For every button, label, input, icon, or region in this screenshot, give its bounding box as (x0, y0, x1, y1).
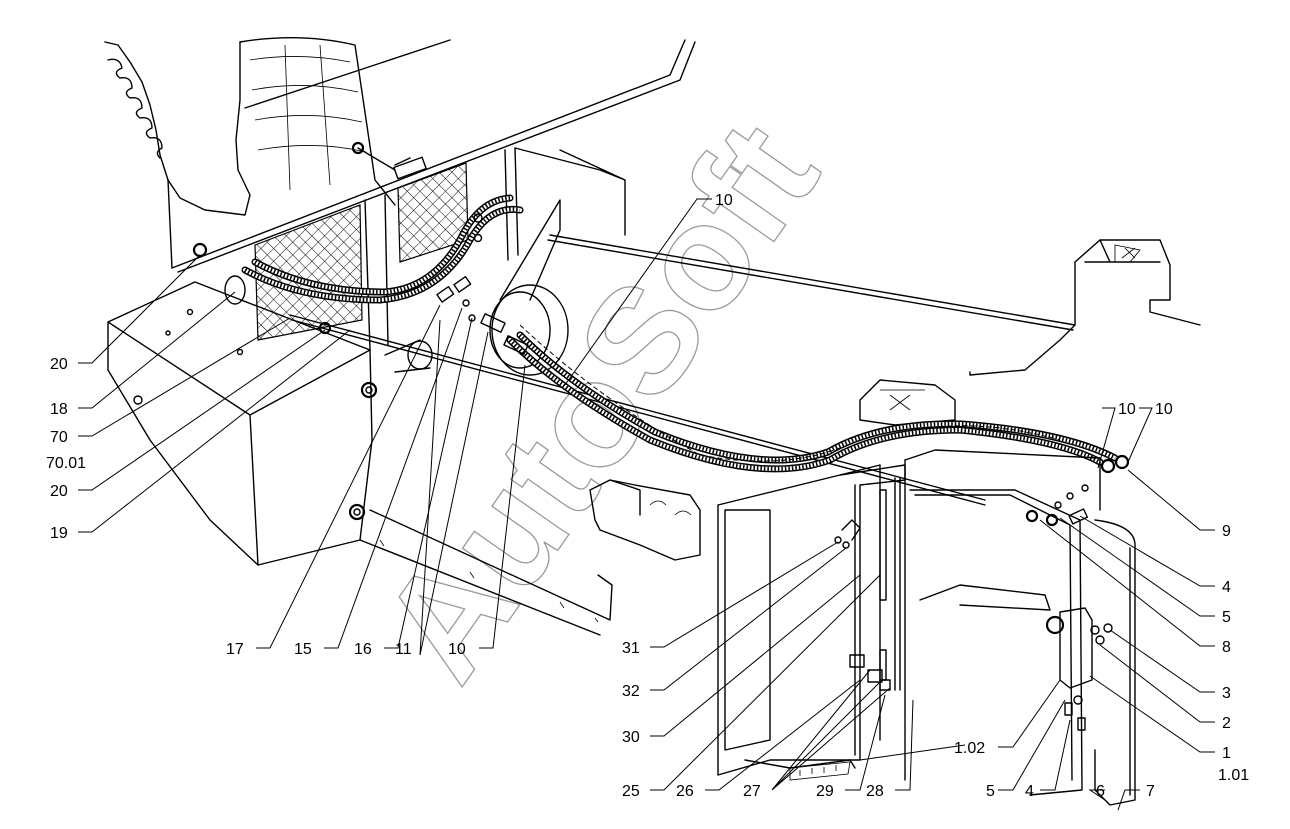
seat-structure (104, 36, 696, 351)
callout-25: 25 (622, 783, 640, 800)
callout-9: 9 (1222, 523, 1231, 540)
callout-20-lower: 20 (50, 483, 68, 500)
callout-labels: 20 18 70 70.01 20 19 17 15 16 11 10 10 1… (46, 192, 1249, 800)
control-box (904, 449, 1136, 806)
callout-10-right-b: 10 (1155, 401, 1173, 418)
mount-stud-upper (360, 381, 378, 399)
callout-1-02: 1.02 (954, 740, 985, 757)
hydraulic-hoses (192, 141, 1130, 527)
callout-11: 11 (395, 641, 412, 658)
callout-70-01: 70.01 (46, 455, 86, 472)
callout-28: 28 (866, 783, 884, 800)
mount-stud-lower (348, 503, 366, 521)
callout-15: 15 (294, 641, 312, 658)
callout-1-01: 1.01 (1218, 767, 1249, 784)
callout-27: 27 (743, 783, 761, 800)
callout-4: 4 (1222, 579, 1231, 596)
side-bracket (589, 479, 701, 561)
callout-4-lower: 4 (1025, 783, 1034, 800)
callout-20: 20 (50, 356, 68, 373)
callout-32: 32 (622, 683, 640, 700)
callout-7: 7 (1146, 783, 1155, 800)
leader-lines (78, 198, 1215, 811)
callout-10-right-a: 10 (1118, 401, 1136, 418)
hydraulic-unit (224, 199, 569, 376)
callout-29: 29 (816, 783, 834, 800)
callout-19: 19 (50, 525, 68, 542)
callout-30: 30 (622, 729, 640, 746)
callout-3: 3 (1222, 685, 1231, 702)
callout-1: 1 (1222, 745, 1231, 762)
callout-18: 18 (50, 401, 68, 418)
callout-8: 8 (1222, 639, 1231, 656)
tank-box (107, 281, 613, 636)
pressure-switch (1045, 607, 1113, 731)
hose-fittings-right (1025, 454, 1130, 527)
callout-2: 2 (1222, 715, 1231, 732)
callout-10-top: 10 (715, 192, 733, 209)
callout-31: 31 (622, 640, 640, 657)
hose-fittings-left (192, 141, 529, 355)
callout-6: 6 (1096, 783, 1105, 800)
callout-5-lower: 5 (986, 783, 995, 800)
callout-16: 16 (354, 641, 372, 658)
callout-70: 70 (50, 429, 68, 446)
callout-5: 5 (1222, 609, 1231, 626)
door-panel (717, 464, 906, 781)
callout-26: 26 (676, 783, 694, 800)
callout-17: 17 (226, 641, 244, 658)
callout-10-bottom: 10 (448, 641, 466, 658)
